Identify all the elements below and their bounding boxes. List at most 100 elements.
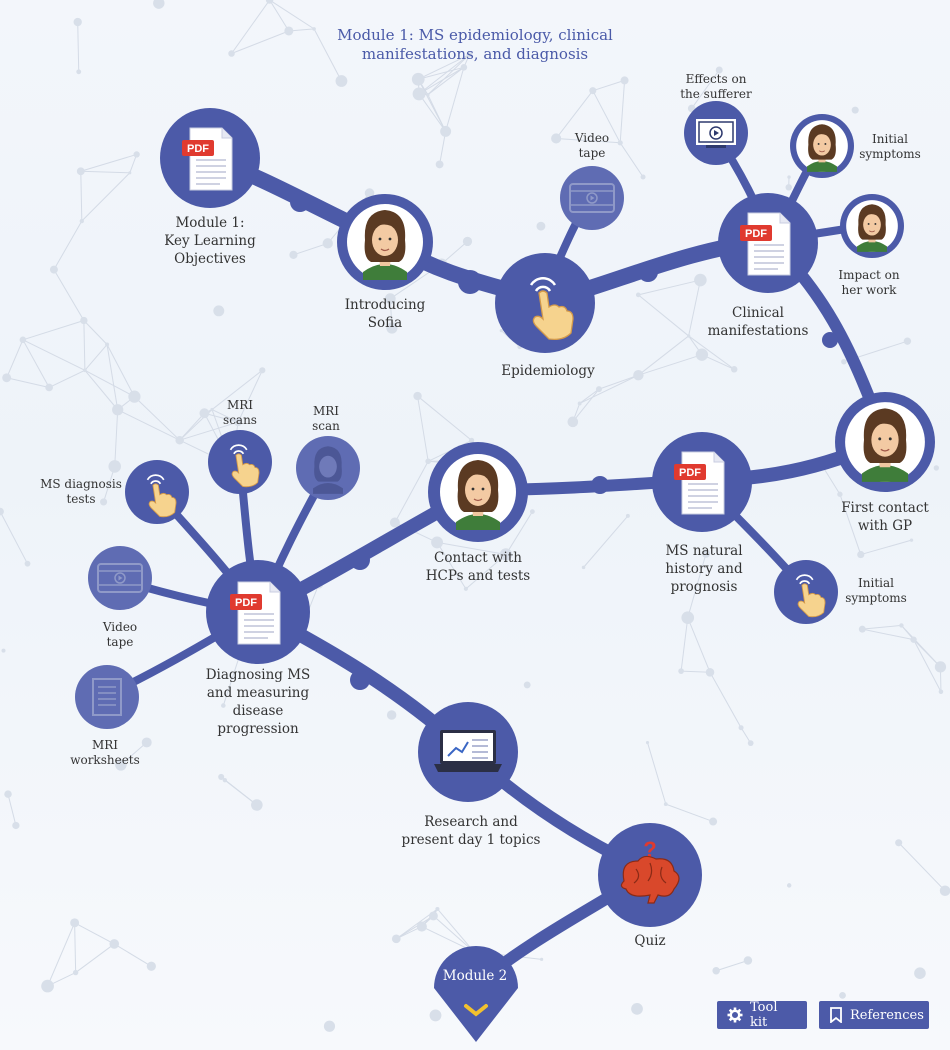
node-first-contact-gp[interactable] (835, 392, 935, 492)
bg-atom (839, 991, 846, 999)
bg-bond (269, 0, 315, 30)
bg-bond (709, 672, 742, 728)
bg-bond (436, 541, 507, 555)
bg-atom (72, 969, 79, 976)
label-quiz: Quiz (634, 933, 666, 949)
bg-atom (24, 560, 31, 567)
bg-atom (663, 802, 668, 807)
bg-bond (687, 617, 711, 673)
bg-atom (12, 821, 20, 830)
bg-bond (417, 78, 447, 132)
bg-bond (862, 628, 914, 641)
bg-bond (637, 294, 689, 337)
bg-bond (269, 0, 290, 32)
toolkit-button[interactable]: Tool kit (717, 1000, 807, 1030)
bg-bond (84, 369, 135, 398)
bg-atom (19, 336, 27, 344)
node-impact-on-work[interactable] (840, 194, 904, 258)
bg-bond (427, 54, 470, 96)
node-video-tape-top[interactable] (560, 166, 624, 230)
bg-atom (70, 918, 80, 928)
bg-atom (1, 648, 6, 653)
bg-bond (579, 374, 639, 404)
bg-bond (74, 922, 77, 973)
bg-atom (701, 549, 711, 558)
node-introducing-sofia[interactable] (337, 194, 433, 290)
bg-bond (83, 320, 86, 371)
worksheet-icon (92, 678, 122, 716)
bg-atom (128, 171, 132, 175)
bg-atom (645, 741, 650, 745)
sofia-avatar-icon (795, 119, 849, 173)
bg-bond (129, 154, 138, 173)
node-research[interactable] (418, 702, 518, 802)
bg-atom (743, 956, 753, 965)
bg-atom (73, 17, 82, 27)
bg-atom (899, 623, 904, 628)
bg-bond (555, 90, 594, 139)
bg-atom (567, 416, 579, 428)
bg-atom (128, 390, 141, 403)
bg-atom (386, 710, 397, 720)
node-initial-symptoms-top[interactable] (790, 114, 854, 178)
play-monitor-icon (696, 119, 736, 148)
bg-atom (581, 565, 586, 570)
node-effects-on-sufferer[interactable] (684, 101, 748, 165)
node-mri-worksheets[interactable] (75, 665, 139, 729)
bg-bond (681, 670, 711, 673)
bg-atom (933, 465, 940, 471)
bg-atom (468, 437, 475, 444)
bg-bond (862, 624, 902, 630)
bg-bond (47, 922, 76, 987)
module-2-button[interactable] (434, 946, 518, 1042)
bg-atom (536, 221, 546, 231)
bg-bond (740, 727, 752, 744)
bg-bond (80, 170, 130, 174)
bg-bond (231, 0, 271, 54)
node-key-learning-objectives[interactable]: PDF (160, 108, 260, 208)
node-contact-hcps[interactable] (428, 442, 528, 542)
bg-atom (175, 435, 184, 445)
bg-bond (134, 396, 181, 441)
bg-atom (620, 76, 629, 85)
bg-atom (903, 337, 912, 345)
bg-bond (231, 30, 290, 54)
node-mri-scan[interactable] (296, 436, 360, 500)
node-ms-natural-history[interactable]: PDF (652, 432, 752, 532)
bg-atom (463, 586, 468, 591)
node-diagnosing-ms[interactable]: PDF (206, 560, 310, 664)
sofia-avatar-icon (313, 446, 343, 494)
bg-bond (418, 54, 470, 80)
node-mri-scans[interactable] (208, 430, 272, 494)
page-title: Module 1: MS epidemiology, clinical mani… (337, 26, 613, 63)
bg-bond (638, 279, 701, 296)
bg-bond (439, 131, 447, 165)
references-button[interactable]: References (819, 1001, 929, 1029)
bg-atom (218, 773, 225, 780)
bg-bond (80, 171, 83, 222)
bg-atom (681, 611, 695, 625)
bg-atom (577, 401, 582, 406)
node-video-tape-left[interactable] (88, 546, 152, 610)
node-epidemiology[interactable] (495, 253, 595, 353)
bg-atom (895, 839, 903, 847)
node-quiz[interactable]: ? (598, 823, 702, 927)
bg-atom (391, 934, 401, 944)
bg-bond (592, 90, 621, 144)
bg-atom (617, 140, 623, 146)
bg-atom (4, 790, 12, 798)
bg-atom (705, 668, 715, 677)
bg-bond (106, 344, 135, 397)
bg-atom (841, 358, 847, 365)
bg-atom (426, 92, 430, 97)
bg-atom (251, 799, 263, 811)
node-clinical-manifestations[interactable]: PDF (718, 193, 818, 293)
sofia-avatar-icon (845, 199, 899, 253)
node-initial-symptoms-bottom[interactable] (774, 560, 838, 624)
node-ms-diagnosis-tests[interactable] (125, 460, 189, 524)
bg-atom (857, 550, 865, 559)
bg-atom (431, 536, 444, 549)
